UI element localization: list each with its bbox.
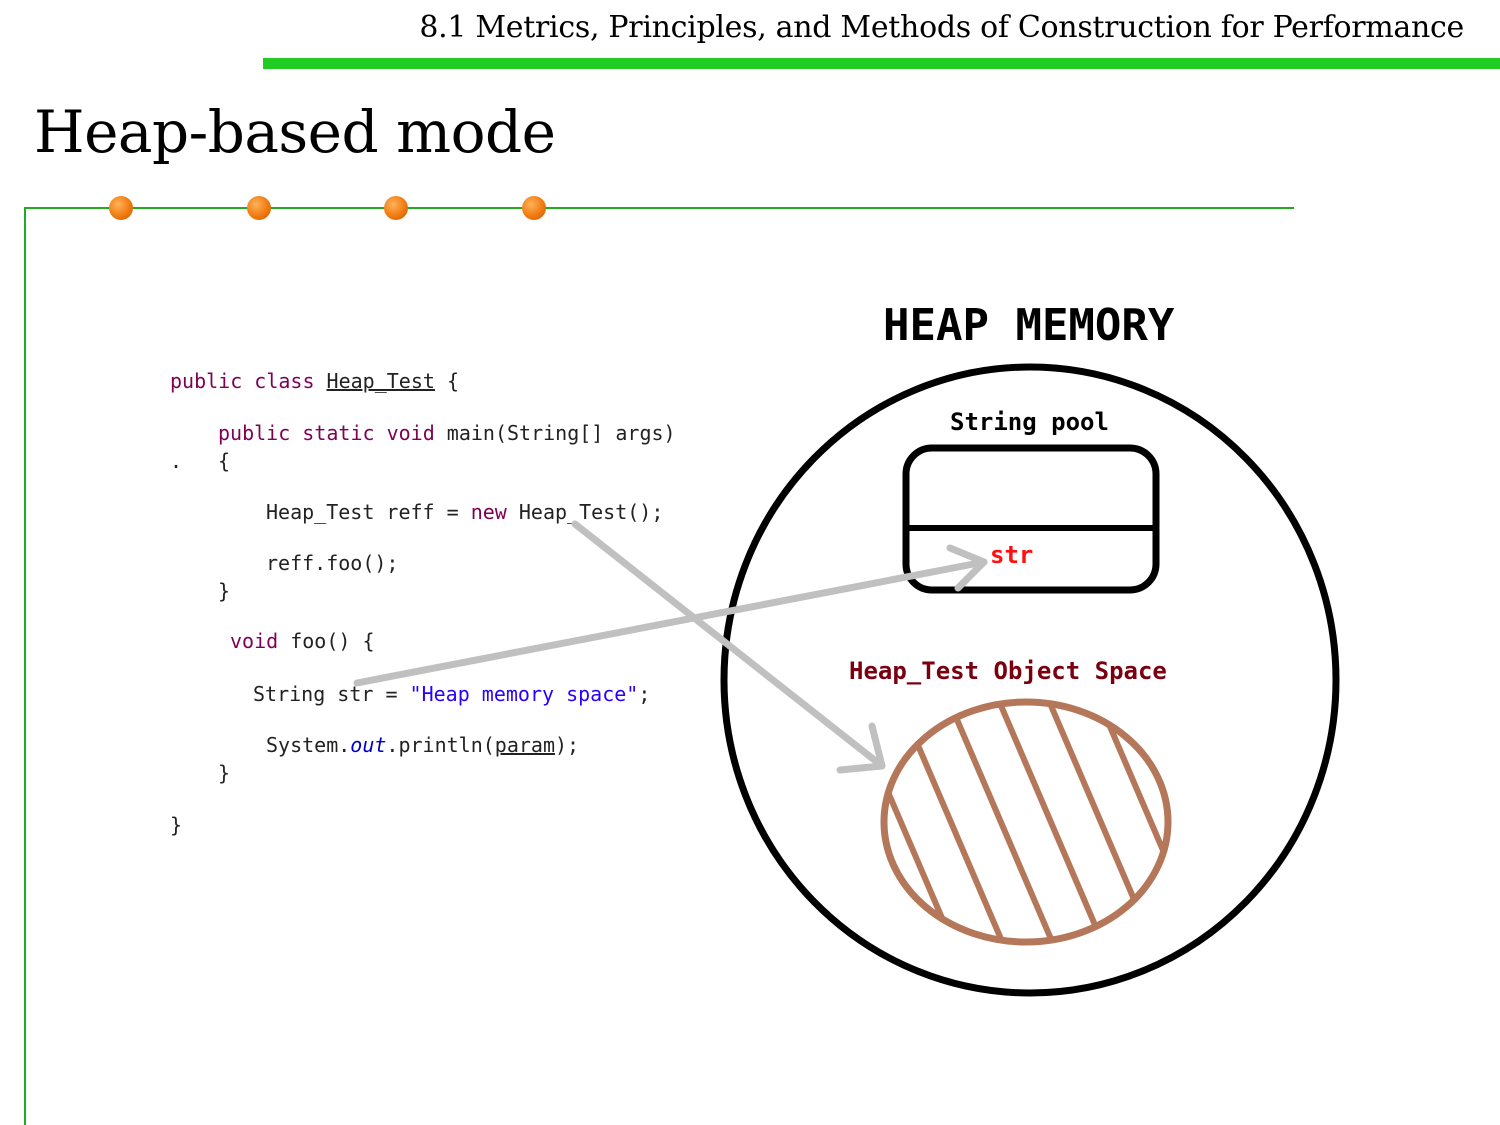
bullet-dot [109,196,133,220]
code-line-string-decl: String str = "Heap memory space"; [253,682,651,706]
string-pool-box [902,444,1160,594]
string-pool-label: String pool [950,408,1109,436]
code-line-new-object: Heap_Test reff = new Heap_Test(); [266,500,664,524]
frame-left-line [24,207,26,1125]
arrow-str-to-pool [353,544,988,687]
frame-top-line [24,207,1294,209]
stray-dot: . [170,449,183,473]
code-line-foo-close: } [218,761,231,785]
section-title: 8.1 Metrics, Principles, and Methods of … [419,10,1464,45]
code-line-println: System.out.println(param); [266,733,580,757]
heap-memory-circle [720,363,1340,997]
code-line-call-foo: reff.foo(); [266,551,399,575]
bullet-dot [247,196,271,220]
bullet-dot [522,196,546,220]
code-line-main-close: } [218,579,231,603]
header-accent-bar [263,58,1500,69]
object-space-label: Heap_Test Object Space [849,657,1167,685]
arrow-reff-to-object [571,520,886,774]
object-space-circle [880,698,1172,946]
slide-title: Heap-based mode [34,98,556,166]
code-line-class-close: } [170,813,183,837]
pool-entry-str: str [990,541,1034,569]
code-line-main-open: { [218,449,231,473]
code-line-class-decl: public class Heap_Test { [170,369,460,393]
heap-memory-title: HEAP MEMORY [883,300,1175,351]
bullet-dot [384,196,408,220]
code-line-foo-decl: void foo() { [230,629,375,653]
code-line-main-decl: public static void main(String[] args) [218,421,676,445]
object-space-hatch [884,702,1168,942]
